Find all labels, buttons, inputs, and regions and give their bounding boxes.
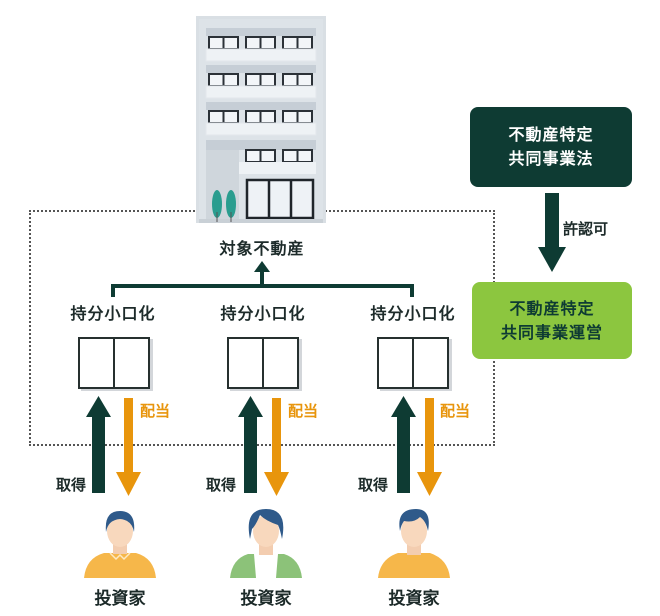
acquire-label-1: 取得 <box>56 476 87 494</box>
floor-windows <box>205 28 317 136</box>
fractional-share-box-1 <box>78 337 150 389</box>
share-label-2: 持分小口化 <box>220 304 306 323</box>
law-box-line1: 不動産特定 <box>508 125 594 144</box>
license-arrowhead <box>538 247 566 272</box>
tree-icon <box>212 190 236 222</box>
apartment-building-icon <box>196 16 326 223</box>
fractional-share-box-2 <box>227 337 299 389</box>
license-arrow-shaft <box>545 193 559 248</box>
investor-label-2: 投資家 <box>240 589 292 609</box>
investor-label-1: 投資家 <box>94 589 146 609</box>
joint-business-operation-box: 不動産特定 共同事業運営 <box>472 282 632 359</box>
law-box-line2: 共同事業法 <box>508 149 594 168</box>
investor-avatar-3 <box>378 509 450 578</box>
dividend-label-2: 配当 <box>288 402 319 420</box>
real-estate-specified-joint-business-act-box: 不動産特定 共同事業法 <box>470 107 632 187</box>
share-label-3: 持分小口化 <box>370 304 456 323</box>
operation-box-line1: 不動産特定 <box>509 298 595 318</box>
investor-avatar-2 <box>230 509 302 578</box>
dividend-label-1: 配当 <box>140 402 171 420</box>
operation-box-line2: 共同事業運営 <box>500 322 603 342</box>
share-label-1: 持分小口化 <box>70 304 156 323</box>
license-label: 許認可 <box>563 220 609 238</box>
fractional-share-box-3 <box>377 337 449 389</box>
dividend-label-3: 配当 <box>440 402 471 420</box>
acquire-label-3: 取得 <box>358 476 389 494</box>
acquire-label-2: 取得 <box>206 476 237 494</box>
target-property-label: 対象不動産 <box>219 239 305 258</box>
investor-label-3: 投資家 <box>388 589 440 609</box>
investor-avatar-1 <box>84 511 156 578</box>
